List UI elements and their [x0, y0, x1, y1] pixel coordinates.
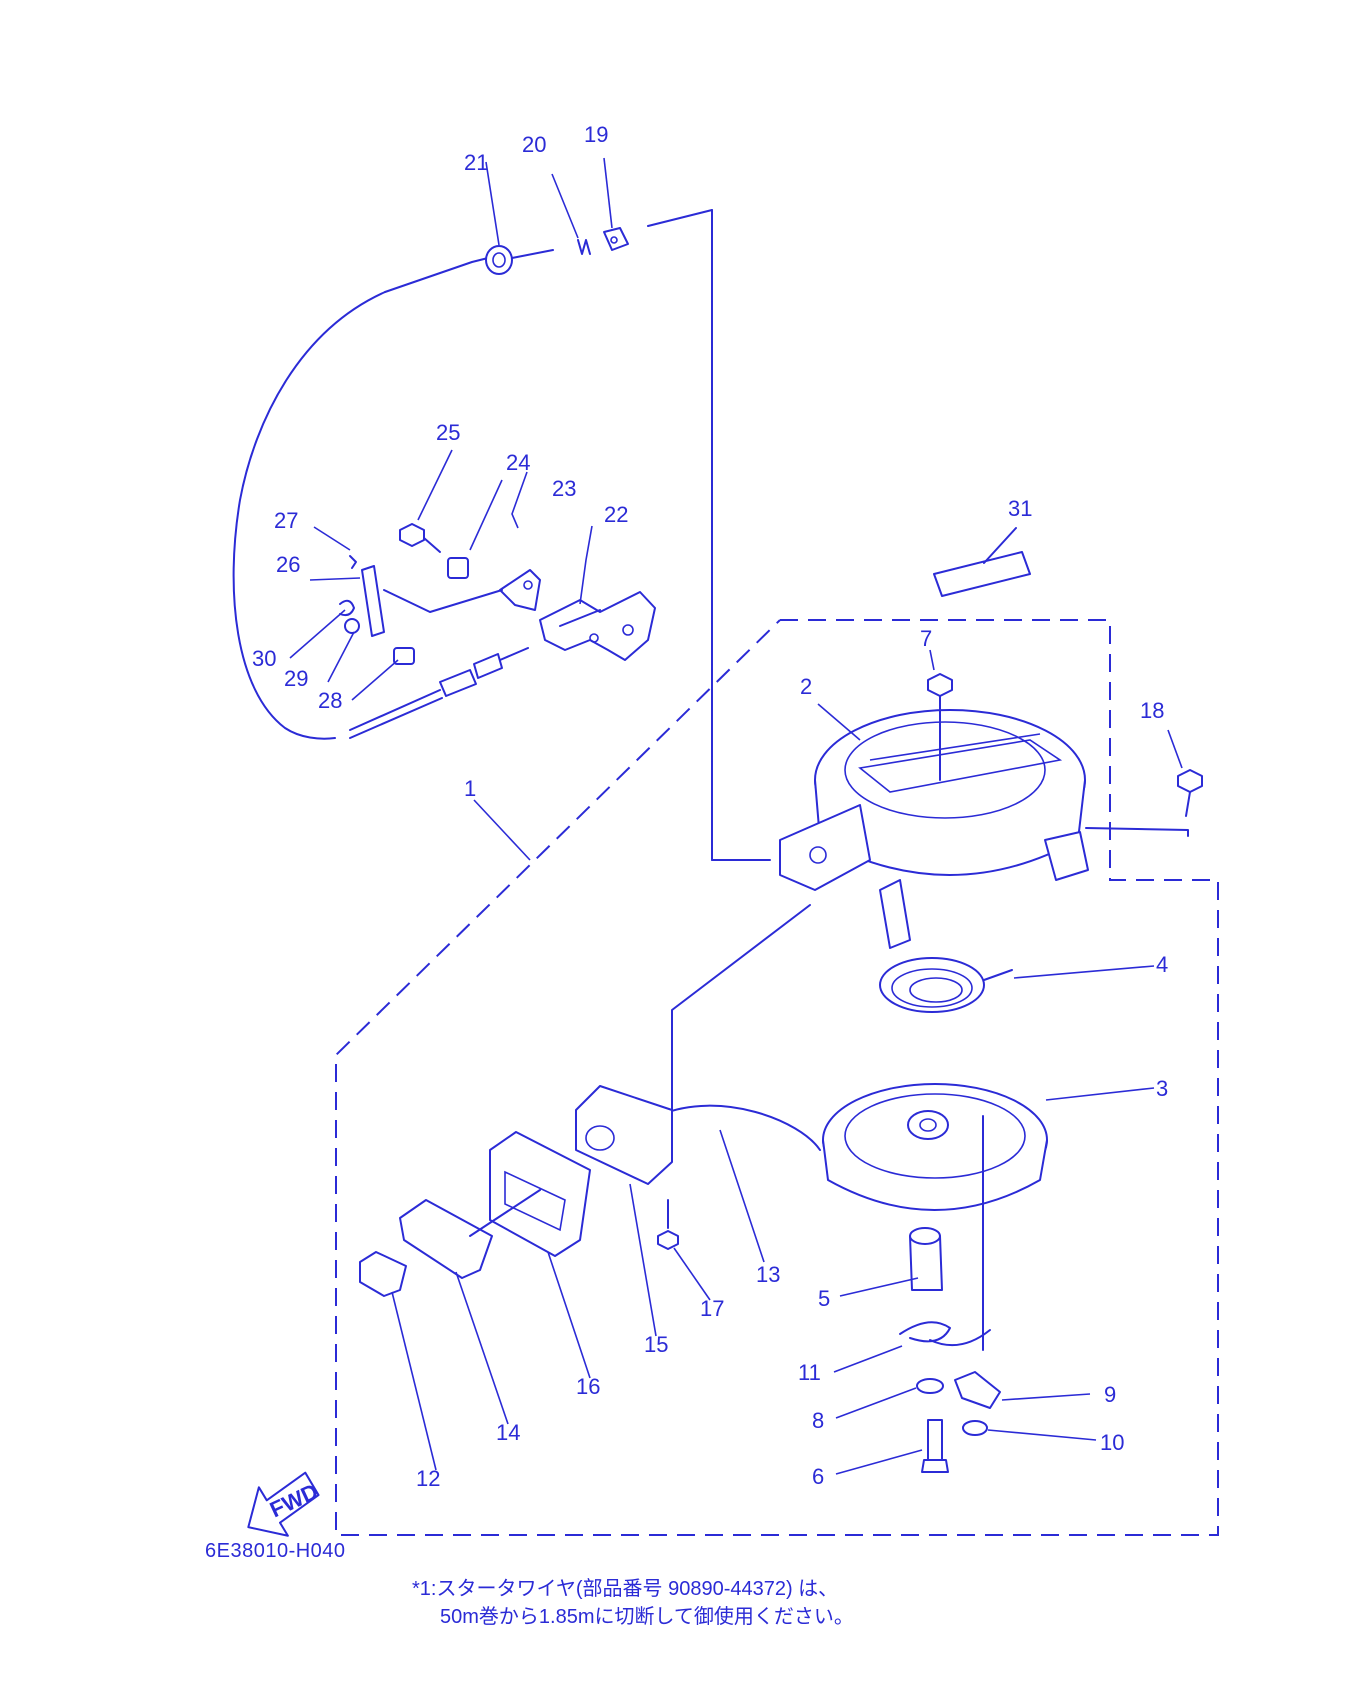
- callout-13: 13: [756, 1262, 780, 1287]
- callout-numbers: 1 2 3 4 5 6 7 8 9 10 11 12 13 14 15 16 1…: [252, 122, 1168, 1491]
- callout-31: 31: [1008, 496, 1032, 521]
- callout-27: 27: [274, 508, 298, 533]
- callout-7: 7: [920, 626, 932, 651]
- throttle-cable: [349, 647, 529, 739]
- callout-17: 17: [700, 1296, 724, 1321]
- part-17-bolt: [657, 1199, 679, 1250]
- part-31-label: [933, 527, 1031, 597]
- callout-29: 29: [284, 666, 308, 691]
- part-20-spring: [577, 239, 591, 255]
- part-25-bolt: [399, 523, 441, 553]
- callout-23: 23: [552, 476, 576, 501]
- part-15-rope-guide: [575, 1085, 673, 1185]
- part-9-pawl: [954, 1371, 1001, 1409]
- callout-16: 16: [576, 1374, 600, 1399]
- part-16-grip: [489, 1131, 591, 1257]
- callout-28: 28: [318, 688, 342, 713]
- callout-15: 15: [644, 1332, 668, 1357]
- part-23-lever: [499, 569, 541, 611]
- assembly-boundary: [335, 619, 1219, 1536]
- part-24-collar: [447, 557, 469, 579]
- callout-14: 14: [496, 1420, 520, 1445]
- note-line-1: *1:スタータワイヤ(部品番号 90890-44372) は、: [412, 1578, 839, 1600]
- part-29-30-clip: [339, 599, 360, 634]
- callout-11: 11: [798, 1360, 821, 1385]
- part-26-link: [361, 565, 503, 637]
- part-2-starter-case: [779, 685, 1089, 949]
- callout-5: 5: [818, 1286, 830, 1311]
- starter-rope: [659, 904, 821, 1151]
- callout-3: 3: [1156, 1076, 1168, 1101]
- leader-lines: [289, 157, 1183, 1475]
- callout-24: 24: [506, 450, 530, 475]
- part-8-washer: [916, 1378, 944, 1394]
- part-27-clip: [349, 555, 357, 569]
- part-21-nut: [485, 245, 554, 275]
- part-14-handle: [399, 1189, 541, 1279]
- callout-4: 4: [1156, 952, 1168, 977]
- starter-cable-group: [232, 209, 771, 861]
- callout-22: 22: [604, 502, 628, 527]
- part-18-bolt: [1085, 769, 1203, 837]
- callout-12: 12: [416, 1466, 440, 1491]
- callout-8: 8: [812, 1408, 824, 1433]
- callout-10: 10: [1100, 1430, 1124, 1455]
- callout-26: 26: [276, 552, 300, 577]
- part-28-bolt: [393, 647, 415, 665]
- note-line-2: 50m巻から1.85mに切断して御使用ください。: [440, 1606, 854, 1628]
- part-22-bracket: [539, 591, 656, 661]
- callout-21: 21: [464, 150, 488, 175]
- fwd-arrow-icon: FWD: [247, 1471, 322, 1537]
- part-19-fitting: [603, 227, 629, 251]
- part-10-washer: [962, 1420, 988, 1436]
- callout-6: 6: [812, 1464, 824, 1489]
- callout-18: 18: [1140, 698, 1164, 723]
- part-6-bolt: [921, 1419, 949, 1473]
- part-3-drum: [822, 1083, 1048, 1351]
- part-4-spiral-spring: [879, 957, 1013, 1013]
- callout-25: 25: [436, 420, 460, 445]
- part-11-spring: [899, 1321, 991, 1347]
- part-5-bushing: [909, 1227, 943, 1291]
- callout-30: 30: [252, 646, 276, 671]
- callout-19: 19: [584, 122, 608, 147]
- callout-2: 2: [800, 674, 812, 699]
- part-12-cap: [359, 1251, 407, 1297]
- part-7-nut: [927, 673, 953, 697]
- drawing-code: 6E38010-H040: [205, 1540, 346, 1562]
- callout-9: 9: [1104, 1382, 1116, 1407]
- callout-20: 20: [522, 132, 546, 157]
- callout-1: 1: [464, 776, 476, 801]
